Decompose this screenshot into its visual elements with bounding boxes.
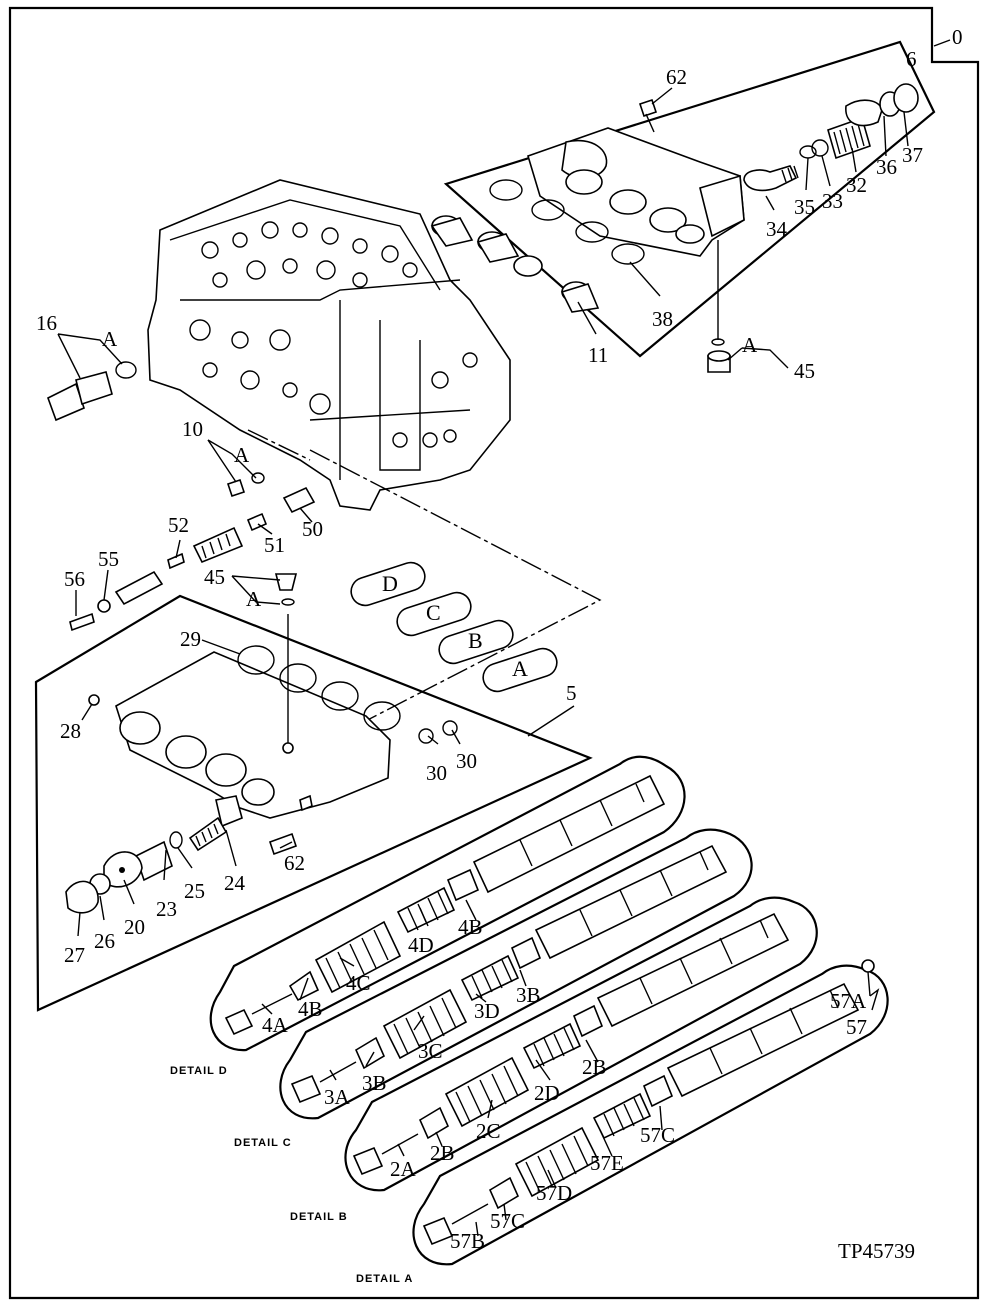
callout-27: 27 [64, 943, 85, 967]
callout-57d: 57D [536, 1181, 572, 1205]
callout-36: 36 [876, 155, 897, 179]
callout-labels: 0 6 5 62 37 36 32 33 35 34 38 11 A 45 16… [36, 25, 963, 1285]
callout-34: 34 [766, 217, 788, 241]
detail-d-label: DETAIL D [170, 1065, 228, 1077]
spool-tag-c: C [426, 600, 441, 625]
callout-50: 50 [302, 517, 323, 541]
pilot-cap-lower [115, 614, 391, 819]
callout-24: 24 [224, 871, 246, 895]
callout-20: 20 [124, 915, 145, 939]
o-ring-group-38 [489, 179, 645, 265]
callout-a-16: A [102, 327, 118, 351]
pilot-52-55-56 [69, 526, 244, 632]
callout-62-lower: 62 [284, 851, 305, 875]
spool-tag-b: B [468, 628, 483, 653]
plug-45-upper [707, 240, 731, 373]
callout-45-lower: 45 [204, 565, 225, 589]
callout-a-upper: A [742, 333, 758, 357]
plug-45-lower [274, 573, 298, 606]
callout-4d: 4D [408, 933, 434, 957]
callout-2a: 2A [390, 1157, 417, 1181]
callout-a-10: A [234, 443, 250, 467]
callout-4a: 4A [262, 1013, 289, 1037]
center-line-1 [289, 449, 602, 761]
spool-c [290, 844, 728, 1104]
detail-c-label: DETAIL C [234, 1137, 292, 1149]
callout-11: 11 [588, 343, 608, 367]
ref-group-6: 6 [906, 47, 917, 71]
plug-10 [226, 472, 265, 498]
seal-group-11 [430, 215, 600, 313]
relief-valve-16 [47, 361, 137, 422]
detail-b-capsule [344, 896, 818, 1192]
callout-3c: 3C [418, 1039, 443, 1063]
callout-30-b: 30 [456, 749, 477, 773]
callout-23: 23 [156, 897, 177, 921]
spool-tag-d: D [382, 571, 398, 596]
pilot-cap-upper [527, 127, 745, 257]
detail-a-capsule [412, 964, 889, 1266]
callout-3b-lower: 3B [362, 1071, 387, 1095]
callout-51: 51 [264, 533, 285, 557]
leader-lines [57, 39, 951, 1237]
callout-25: 25 [184, 879, 205, 903]
callout-57: 57 [846, 1015, 867, 1039]
callout-3b-upper: 3B [516, 983, 541, 1007]
callout-26: 26 [94, 929, 115, 953]
detail-d-capsule [209, 755, 686, 1052]
spool-tag-a: A [512, 656, 528, 681]
drawing-id: TP45739 [838, 1239, 915, 1263]
callout-4b-lower: 4B [298, 997, 323, 1021]
callout-29: 29 [180, 627, 201, 651]
callout-2d: 2D [534, 1081, 560, 1105]
callout-2b-lower: 2B [430, 1141, 455, 1165]
screw-62-upper [638, 98, 658, 133]
piston-50-51 [246, 486, 316, 532]
page-frame [8, 6, 980, 1300]
callout-3a: 3A [324, 1085, 351, 1109]
callout-35: 35 [794, 195, 815, 219]
pilot-lower-assembly [65, 795, 298, 914]
callout-4c: 4C [346, 971, 371, 995]
callout-57b: 57B [450, 1229, 485, 1253]
detail-a-label: DETAIL A [356, 1273, 413, 1285]
callout-33: 33 [822, 189, 843, 213]
callout-55: 55 [98, 547, 119, 571]
callout-3d: 3D [474, 999, 500, 1023]
callout-4b-upper: 4B [458, 915, 483, 939]
callout-2b-upper: 2B [582, 1055, 607, 1079]
callout-56: 56 [64, 567, 85, 591]
detail-b-label: DETAIL B [290, 1211, 348, 1223]
pilot-spring-assembly [743, 83, 919, 192]
callout-45-upper: 45 [794, 359, 815, 383]
callout-62-upper: 62 [666, 65, 687, 89]
detail-c-capsule [279, 828, 753, 1120]
ref-group-5: 5 [566, 681, 577, 705]
callout-a-lower: A [246, 587, 262, 611]
callout-16: 16 [36, 311, 57, 335]
callout-57c-lower: 57C [490, 1209, 525, 1233]
callout-2c: 2C [476, 1119, 501, 1143]
callout-10: 10 [182, 417, 203, 441]
callout-32: 32 [846, 173, 867, 197]
callout-30-a: 30 [426, 761, 447, 785]
main-valve-body [147, 179, 511, 511]
callout-57a: 57A [830, 989, 867, 1013]
callout-37: 37 [902, 143, 923, 167]
ref-top-right: 0 [952, 25, 963, 49]
callout-38: 38 [652, 307, 673, 331]
callout-57e: 57E [590, 1151, 624, 1175]
callout-52: 52 [168, 513, 189, 537]
spool-b [352, 912, 790, 1176]
callout-57c-upper: 57C [640, 1123, 675, 1147]
plug-28-30 [88, 694, 458, 744]
callout-28: 28 [60, 719, 81, 743]
center-line-2 [247, 429, 311, 461]
spool-tags: D C B A [350, 561, 558, 693]
o-ring-group-29 [237, 645, 401, 731]
group-5-boundary [34, 594, 593, 1012]
